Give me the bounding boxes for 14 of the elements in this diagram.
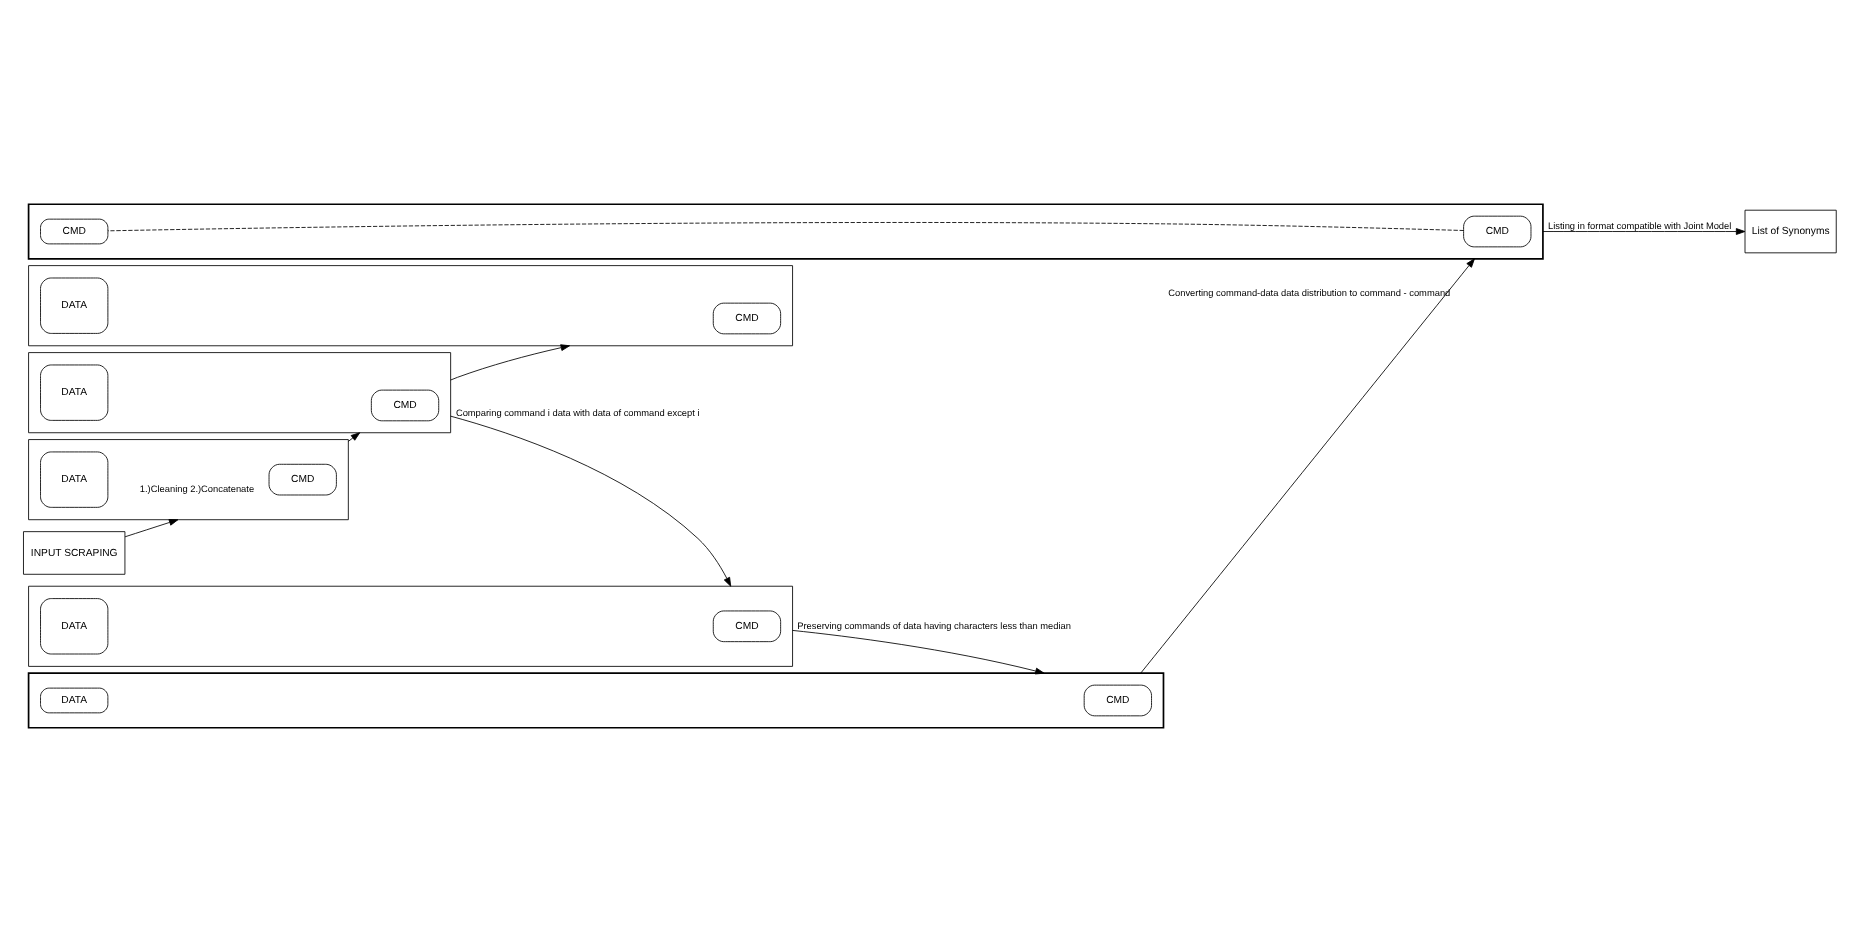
cluster — [27, 203, 1544, 260]
arrow — [1542, 228, 1746, 235]
cluster — [27, 672, 1165, 729]
arrow — [792, 630, 1045, 675]
arrow — [450, 415, 732, 587]
connector — [107, 222, 1465, 232]
arrow — [450, 344, 570, 381]
cluster — [28, 352, 452, 434]
arrow — [124, 519, 179, 538]
arrow — [347, 432, 361, 442]
cluster — [28, 439, 349, 521]
arrow — [1140, 258, 1475, 674]
cluster — [28, 585, 793, 667]
cluster — [28, 265, 793, 347]
